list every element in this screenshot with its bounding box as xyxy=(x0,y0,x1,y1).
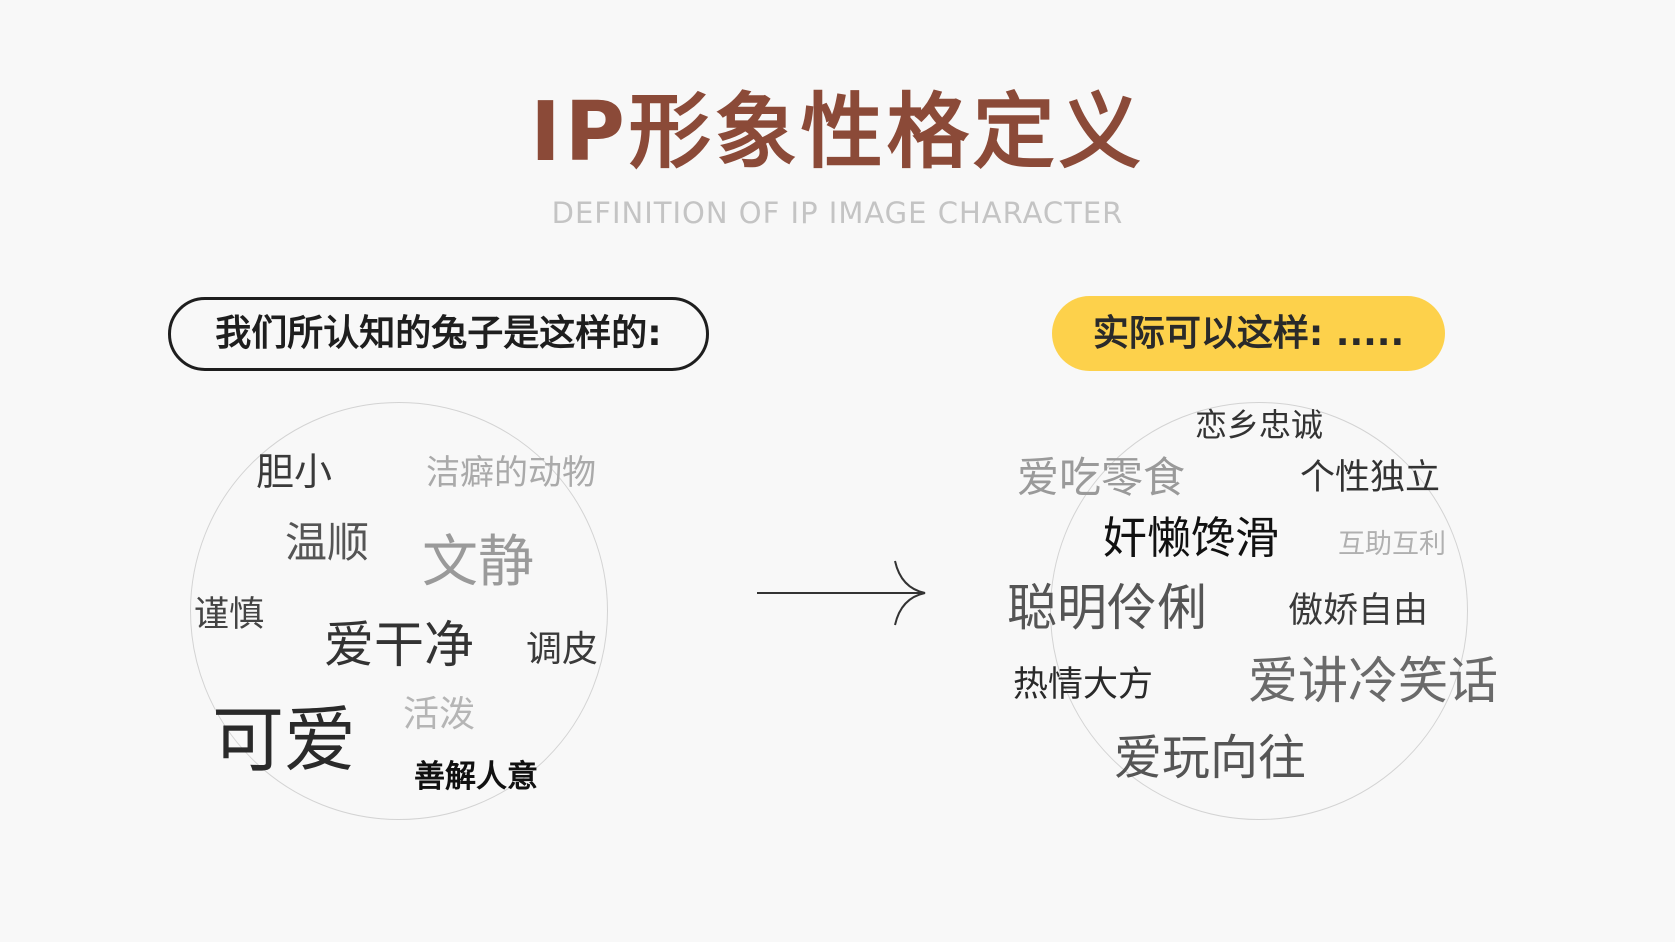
trait-word: 善解人意 xyxy=(414,759,538,795)
trait-word: 温顺 xyxy=(285,518,370,567)
trait-word: 爱玩向往 xyxy=(1114,730,1307,786)
trait-word: 互助互利 xyxy=(1338,529,1446,560)
actual-possibility-label: 实际可以这样: ..... xyxy=(1052,296,1445,371)
trait-word: 爱干净 xyxy=(324,616,474,674)
trait-word: 爱吃零食 xyxy=(1017,453,1186,502)
trait-word: 个性独立 xyxy=(1300,458,1441,498)
trait-word: 恋乡忠诚 xyxy=(1195,406,1324,444)
trait-word: 活泼 xyxy=(403,694,476,735)
common-perception-text: 我们所认知的兔子是这样的: xyxy=(215,313,662,354)
page-title: IP形象性格定义 xyxy=(530,85,1145,180)
actual-traits-circle xyxy=(1050,402,1468,820)
trait-word: 傲娇自由 xyxy=(1288,591,1429,631)
trait-word: 奸懒馋滑 xyxy=(1103,513,1279,564)
common-perception-label: 我们所认知的兔子是这样的: xyxy=(168,297,709,371)
page-subtitle: DEFINITION OF IP IMAGE CHARACTER xyxy=(551,196,1124,230)
trait-word: 谨慎 xyxy=(194,595,265,635)
trait-word: 洁癖的动物 xyxy=(426,453,596,493)
trait-word: 文静 xyxy=(422,530,534,595)
common-traits-circle xyxy=(190,402,608,820)
trait-word: 调皮 xyxy=(526,629,599,670)
trait-word: 胆小 xyxy=(256,450,333,494)
actual-possibility-text: 实际可以这样: ..... xyxy=(1092,312,1405,354)
trait-word: 爱讲冷笑话 xyxy=(1248,652,1498,710)
trait-word: 聪明伶俐 xyxy=(1007,579,1207,637)
trait-word: 热情大方 xyxy=(1013,665,1154,705)
trait-word: 可爱 xyxy=(212,698,357,782)
right-arrow-icon xyxy=(757,560,926,626)
